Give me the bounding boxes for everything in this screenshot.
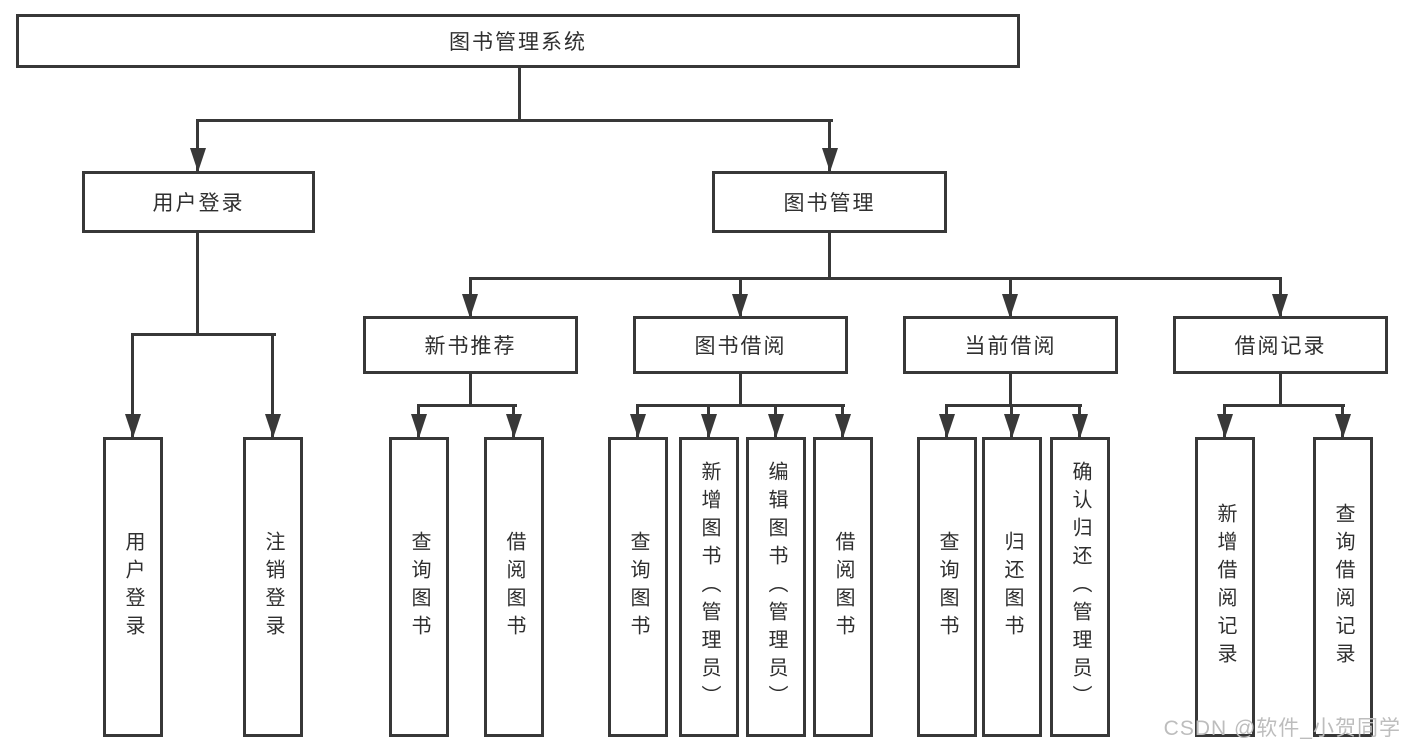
connector-user-login-rail bbox=[131, 333, 276, 336]
arrow-down-icon bbox=[1217, 414, 1233, 438]
connector-to-user-login bbox=[196, 119, 199, 173]
arrow-down-icon bbox=[125, 414, 141, 438]
leaf-add-book-admin: 新增图书（管理员） bbox=[679, 437, 739, 737]
arrow-down-icon bbox=[701, 414, 717, 438]
arrow-down-icon bbox=[630, 414, 646, 438]
arrow-down-icon bbox=[190, 148, 206, 172]
csdn-watermark: CSDN @软件_小贺同学 bbox=[1163, 717, 1401, 740]
leaf-label: 编辑图书（管理员） bbox=[765, 461, 787, 713]
leaf-label: 用户登录 bbox=[122, 531, 144, 643]
connector-book-borrow-rail bbox=[636, 404, 845, 407]
connector-borrow-record-stem bbox=[1279, 372, 1282, 407]
connector-root-stem bbox=[518, 66, 521, 122]
arrow-down-icon bbox=[1272, 294, 1288, 318]
node-library-system: 图书管理系统 bbox=[16, 14, 1020, 68]
arrow-down-icon bbox=[1335, 414, 1351, 438]
node-user-login: 用户登录 bbox=[82, 171, 315, 233]
leaf-return-book: 归还图书 bbox=[982, 437, 1042, 737]
leaf-add-borrow-record: 新增借阅记录 bbox=[1195, 437, 1255, 737]
leaf-label: 借阅图书 bbox=[503, 531, 525, 643]
leaf-confirm-return-admin: 确认归还（管理员） bbox=[1050, 437, 1110, 737]
leaf-label: 注销登录 bbox=[262, 531, 284, 643]
leaf-label: 查询图书 bbox=[408, 531, 430, 643]
connector-current-borrow-stem bbox=[1009, 372, 1012, 407]
leaf-label: 借阅图书 bbox=[832, 531, 854, 643]
leaf-label: 归还图书 bbox=[1001, 531, 1023, 643]
arrow-down-icon bbox=[1004, 414, 1020, 438]
leaf-borrow-books: 借阅图书 bbox=[813, 437, 873, 737]
leaf-label: 查询图书 bbox=[627, 531, 649, 643]
node-new-book-recommend: 新书推荐 bbox=[363, 316, 578, 374]
connector-new-book-rail bbox=[417, 404, 517, 407]
connector-to-leaf-user-login bbox=[131, 333, 134, 437]
connector-to-leaf-logout bbox=[271, 333, 274, 437]
arrow-down-icon bbox=[1002, 294, 1018, 318]
leaf-label: 确认归还（管理员） bbox=[1069, 461, 1091, 713]
arrow-down-icon bbox=[265, 414, 281, 438]
arrow-down-icon bbox=[768, 414, 784, 438]
leaf-label: 查询借阅记录 bbox=[1332, 503, 1354, 671]
arrow-down-icon bbox=[462, 294, 478, 318]
node-borrow-record: 借阅记录 bbox=[1173, 316, 1388, 374]
leaf-borrow-books-recommend: 借阅图书 bbox=[484, 437, 544, 737]
connector-book-management-stem bbox=[828, 231, 831, 280]
leaf-query-books-recommend: 查询图书 bbox=[389, 437, 449, 737]
connector-book-borrow-stem bbox=[739, 372, 742, 407]
connector-level2-rail bbox=[197, 119, 833, 122]
leaf-query-borrow-record: 查询借阅记录 bbox=[1313, 437, 1373, 737]
node-current-borrow: 当前借阅 bbox=[903, 316, 1118, 374]
arrow-down-icon bbox=[835, 414, 851, 438]
connector-new-book-stem bbox=[469, 372, 472, 407]
arrow-down-icon bbox=[822, 148, 838, 172]
connector-current-borrow-rail bbox=[945, 404, 1082, 407]
node-book-management: 图书管理 bbox=[712, 171, 947, 233]
leaf-logout: 注销登录 bbox=[243, 437, 303, 737]
arrow-down-icon bbox=[1072, 414, 1088, 438]
connector-borrow-record-rail bbox=[1223, 404, 1345, 407]
leaf-label: 查询图书 bbox=[936, 531, 958, 643]
connector-to-book-management bbox=[828, 119, 831, 173]
connector-user-login-stem bbox=[196, 231, 199, 336]
leaf-label: 新增图书（管理员） bbox=[698, 461, 720, 713]
leaf-label: 新增借阅记录 bbox=[1214, 503, 1236, 671]
leaf-query-books-borrow: 查询图书 bbox=[608, 437, 668, 737]
leaf-user-login: 用户登录 bbox=[103, 437, 163, 737]
leaf-query-books-current: 查询图书 bbox=[917, 437, 977, 737]
leaf-edit-book-admin: 编辑图书（管理员） bbox=[746, 437, 806, 737]
arrow-down-icon bbox=[939, 414, 955, 438]
arrow-down-icon bbox=[732, 294, 748, 318]
arrow-down-icon bbox=[506, 414, 522, 438]
node-book-borrow: 图书借阅 bbox=[633, 316, 848, 374]
connector-level3-rail bbox=[469, 277, 1282, 280]
arrow-down-icon bbox=[411, 414, 427, 438]
